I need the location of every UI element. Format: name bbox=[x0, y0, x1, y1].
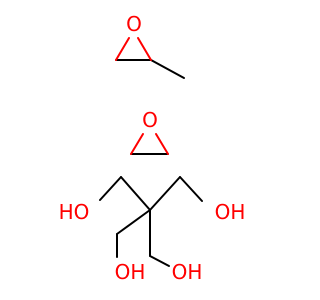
bond-c2-oxygen bbox=[137, 37, 152, 61]
bond-c1-oxygen bbox=[130, 133, 144, 155]
bond-c2-oxygen bbox=[155, 133, 169, 155]
hydroxyl-right-label: OH bbox=[215, 200, 246, 224]
bond-c1-oxygen bbox=[115, 37, 130, 61]
hydroxyl-bottom-right-label: OH bbox=[172, 260, 203, 284]
oxygen-atom-label: O bbox=[126, 12, 142, 36]
bond-ch2-right-oh bbox=[179, 176, 203, 202]
bond-center-ch2-right bbox=[149, 176, 181, 211]
pentaerythritol-molecule: HO OH OH OH bbox=[59, 176, 246, 284]
oxygen-atom-label: O bbox=[142, 108, 158, 132]
bond-ch2-bottom-right-oh bbox=[149, 255, 170, 267]
ethylene-oxide-molecule: O bbox=[130, 108, 169, 155]
hydroxyl-bottom-left-label: OH bbox=[115, 260, 146, 284]
structure-canvas: O O HO OH OH OH bbox=[58, 12, 246, 284]
bond-center-ch2-bottom-left bbox=[116, 209, 151, 235]
hydroxyl-left-label: HO bbox=[59, 200, 90, 224]
bond-center-ch2-left bbox=[120, 176, 151, 211]
bond-ch2-left-oh bbox=[99, 176, 122, 201]
propylene-oxide-molecule: O bbox=[115, 12, 185, 79]
bond-c2-methyl bbox=[150, 59, 185, 79]
